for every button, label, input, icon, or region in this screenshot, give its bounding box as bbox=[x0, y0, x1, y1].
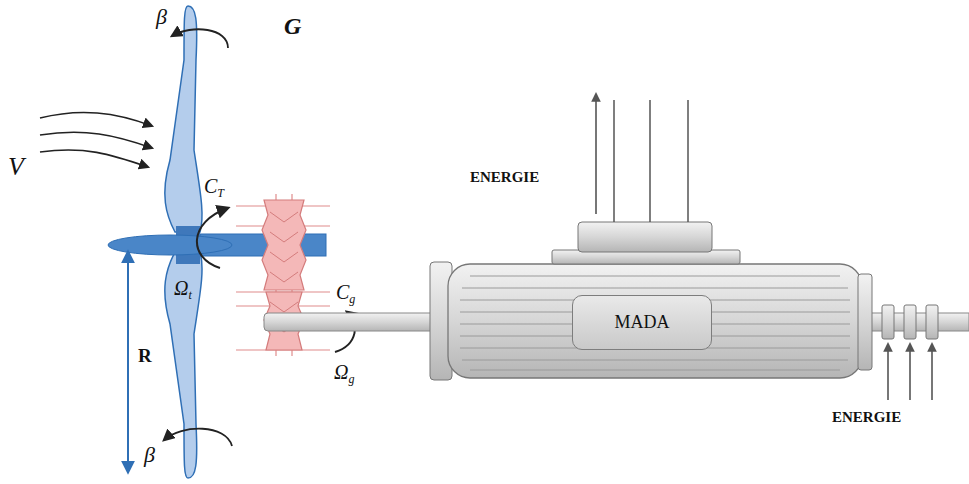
blade bbox=[165, 252, 202, 478]
fast-shaft bbox=[264, 313, 436, 331]
gearbox-symbol: G bbox=[284, 14, 301, 38]
wind-arrow bbox=[40, 150, 148, 167]
terminal-box bbox=[578, 222, 712, 252]
wind-arrow bbox=[40, 132, 152, 148]
gearbox-frame bbox=[236, 194, 330, 356]
speed-symbol: Ωg bbox=[334, 362, 354, 385]
pitch-symbol: β bbox=[144, 444, 155, 466]
wind-symbol: V bbox=[8, 154, 24, 180]
speed-symbol: Ωt bbox=[174, 278, 192, 301]
torque-symbol: Cg bbox=[336, 282, 355, 305]
blade bbox=[165, 6, 202, 232]
slip-rings bbox=[882, 305, 938, 339]
pitch-symbol: β bbox=[156, 6, 167, 28]
gear-wheel bbox=[262, 200, 306, 290]
hub-nose bbox=[108, 235, 232, 255]
generator-body bbox=[448, 264, 862, 378]
wind-arrows bbox=[40, 112, 152, 167]
torque-symbol: CT bbox=[204, 176, 224, 199]
power-label: ENERGIE bbox=[470, 170, 539, 185]
pitch-arrow bbox=[172, 29, 228, 48]
generator-end-flange bbox=[858, 274, 872, 370]
machine-box: MADA bbox=[572, 295, 712, 350]
cooling-fins bbox=[460, 276, 850, 370]
machine-label: MADA bbox=[614, 312, 669, 333]
pitch-arrow bbox=[164, 429, 232, 446]
rotor-power-arrows bbox=[888, 344, 932, 400]
stator-wires bbox=[614, 100, 688, 222]
radius-arrow bbox=[127, 252, 129, 472]
radius-symbol: R bbox=[138, 346, 152, 365]
stator-power-arrow bbox=[595, 94, 597, 214]
wind-arrow bbox=[40, 112, 152, 126]
power-label: ENERGIE bbox=[832, 410, 901, 425]
torque-arrow bbox=[197, 208, 228, 268]
